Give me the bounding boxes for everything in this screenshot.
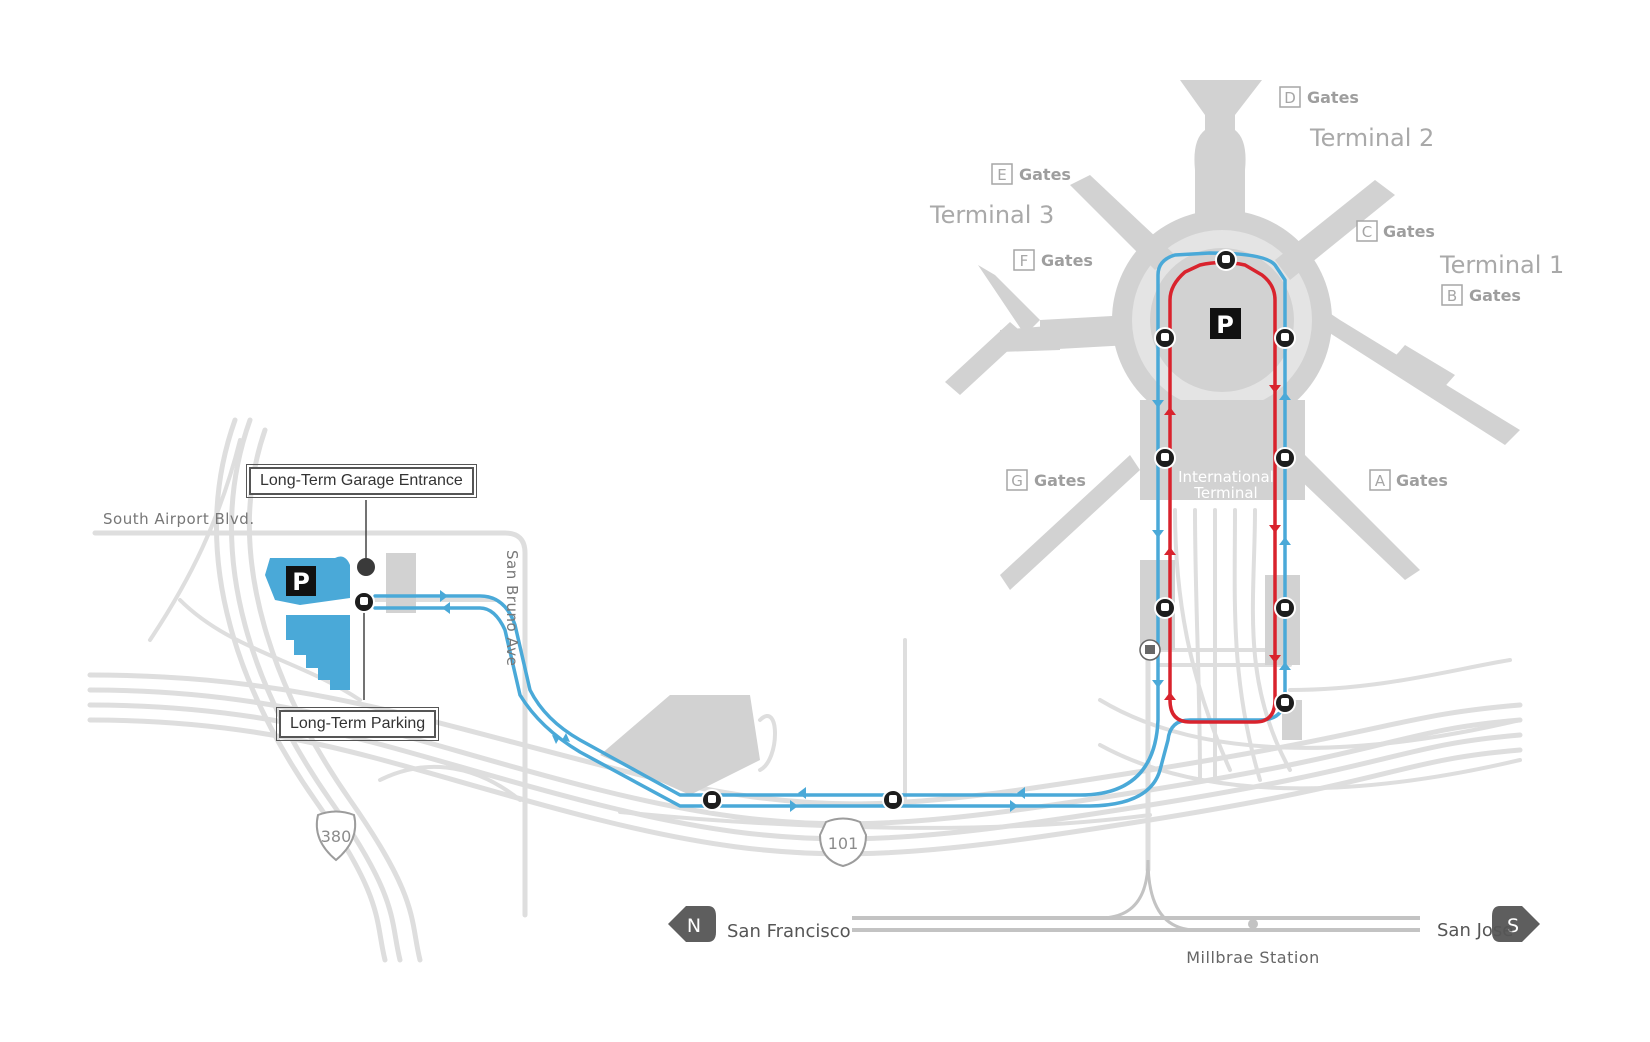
- terminal-3-label: Terminal 3: [929, 201, 1054, 229]
- svg-text:Gates: Gates: [1041, 251, 1093, 270]
- station-terminal-2[interactable]: [1215, 249, 1237, 271]
- svg-text:C: C: [1362, 223, 1372, 241]
- svg-text:E: E: [997, 166, 1006, 184]
- svg-text:Gates: Gates: [1383, 222, 1435, 241]
- gate-d[interactable]: D Gates: [1279, 86, 1359, 108]
- garage-entrance-callout: Long-Term Garage Entrance: [246, 464, 477, 498]
- airport-buildings: [386, 80, 1520, 795]
- long-term-parking-area[interactable]: P: [265, 556, 350, 690]
- central-garage-parking[interactable]: P: [1210, 308, 1241, 339]
- gate-g[interactable]: G Gates: [1006, 469, 1086, 491]
- gate-a[interactable]: A Gates: [1369, 469, 1448, 491]
- station-intl-a[interactable]: [1274, 447, 1296, 469]
- red-direction-arrows: [1164, 385, 1281, 700]
- svg-text:D: D: [1284, 89, 1296, 107]
- svg-text:G: G: [1011, 472, 1023, 490]
- millbrae-station-label: Millbrae Station: [1186, 948, 1320, 967]
- station-garage-east[interactable]: [1274, 597, 1296, 619]
- gate-e[interactable]: E Gates: [991, 163, 1071, 185]
- san-francisco-label: San Francisco: [727, 921, 851, 942]
- svg-text:Gates: Gates: [1396, 471, 1448, 490]
- station-garage-west[interactable]: [1154, 597, 1176, 619]
- svg-text:Gates: Gates: [1019, 165, 1071, 184]
- station-garage-g[interactable]: [701, 789, 723, 811]
- bart-icon: [1139, 639, 1161, 661]
- svg-text:Gates: Gates: [1469, 286, 1521, 305]
- road-network: [87, 417, 1523, 963]
- svg-text:F: F: [1020, 252, 1029, 270]
- compass-north: N: [668, 906, 716, 942]
- terminal-1-label: Terminal 1: [1439, 251, 1564, 279]
- airtrain-stations[interactable]: [353, 249, 1296, 811]
- south-airport-blvd-label: South Airport Blvd.: [103, 510, 255, 528]
- svg-text:A: A: [1375, 472, 1386, 490]
- svg-text:S: S: [1507, 915, 1519, 937]
- terminal-2-label: Terminal 2: [1309, 124, 1434, 152]
- san-bruno-ave-label: San Bruno Ave: [503, 550, 521, 666]
- central-parking-symbol: P: [1216, 311, 1234, 339]
- station-rental-car[interactable]: [882, 789, 904, 811]
- svg-text:101: 101: [828, 834, 859, 853]
- station-terminal-1[interactable]: [1274, 327, 1296, 349]
- svg-text:380: 380: [321, 827, 352, 846]
- svg-text:Gates: Gates: [1307, 88, 1359, 107]
- compass-south: S: [1492, 906, 1540, 942]
- airtrain-red-line: [1168, 260, 1277, 724]
- garage-entrance-marker: [357, 558, 375, 576]
- intl-terminal-label-1: International: [1178, 468, 1274, 486]
- station-intl-g[interactable]: [1154, 447, 1176, 469]
- intl-terminal-label-2: Terminal: [1193, 484, 1257, 502]
- direction-arrows: [440, 392, 1291, 812]
- us101-shield: 101: [818, 817, 868, 868]
- svg-text:B: B: [1447, 287, 1457, 305]
- gate-b[interactable]: B Gates: [1441, 284, 1521, 306]
- svg-text:Gates: Gates: [1034, 471, 1086, 490]
- i380-shield: 380: [315, 810, 357, 862]
- station-terminal-3[interactable]: [1154, 327, 1176, 349]
- san-jose-label: San Jose: [1437, 920, 1513, 941]
- station-long-term-parking[interactable]: [353, 591, 375, 613]
- long-term-parking-callout: Long-Term Parking: [275, 707, 440, 741]
- gate-c[interactable]: C Gates: [1356, 220, 1435, 242]
- long-term-parking-symbol: P: [292, 568, 310, 596]
- svg-text:N: N: [687, 915, 701, 937]
- airtrain-blue-line: [373, 251, 1287, 808]
- gate-f[interactable]: F Gates: [1013, 249, 1093, 271]
- station-bart[interactable]: [1274, 692, 1296, 714]
